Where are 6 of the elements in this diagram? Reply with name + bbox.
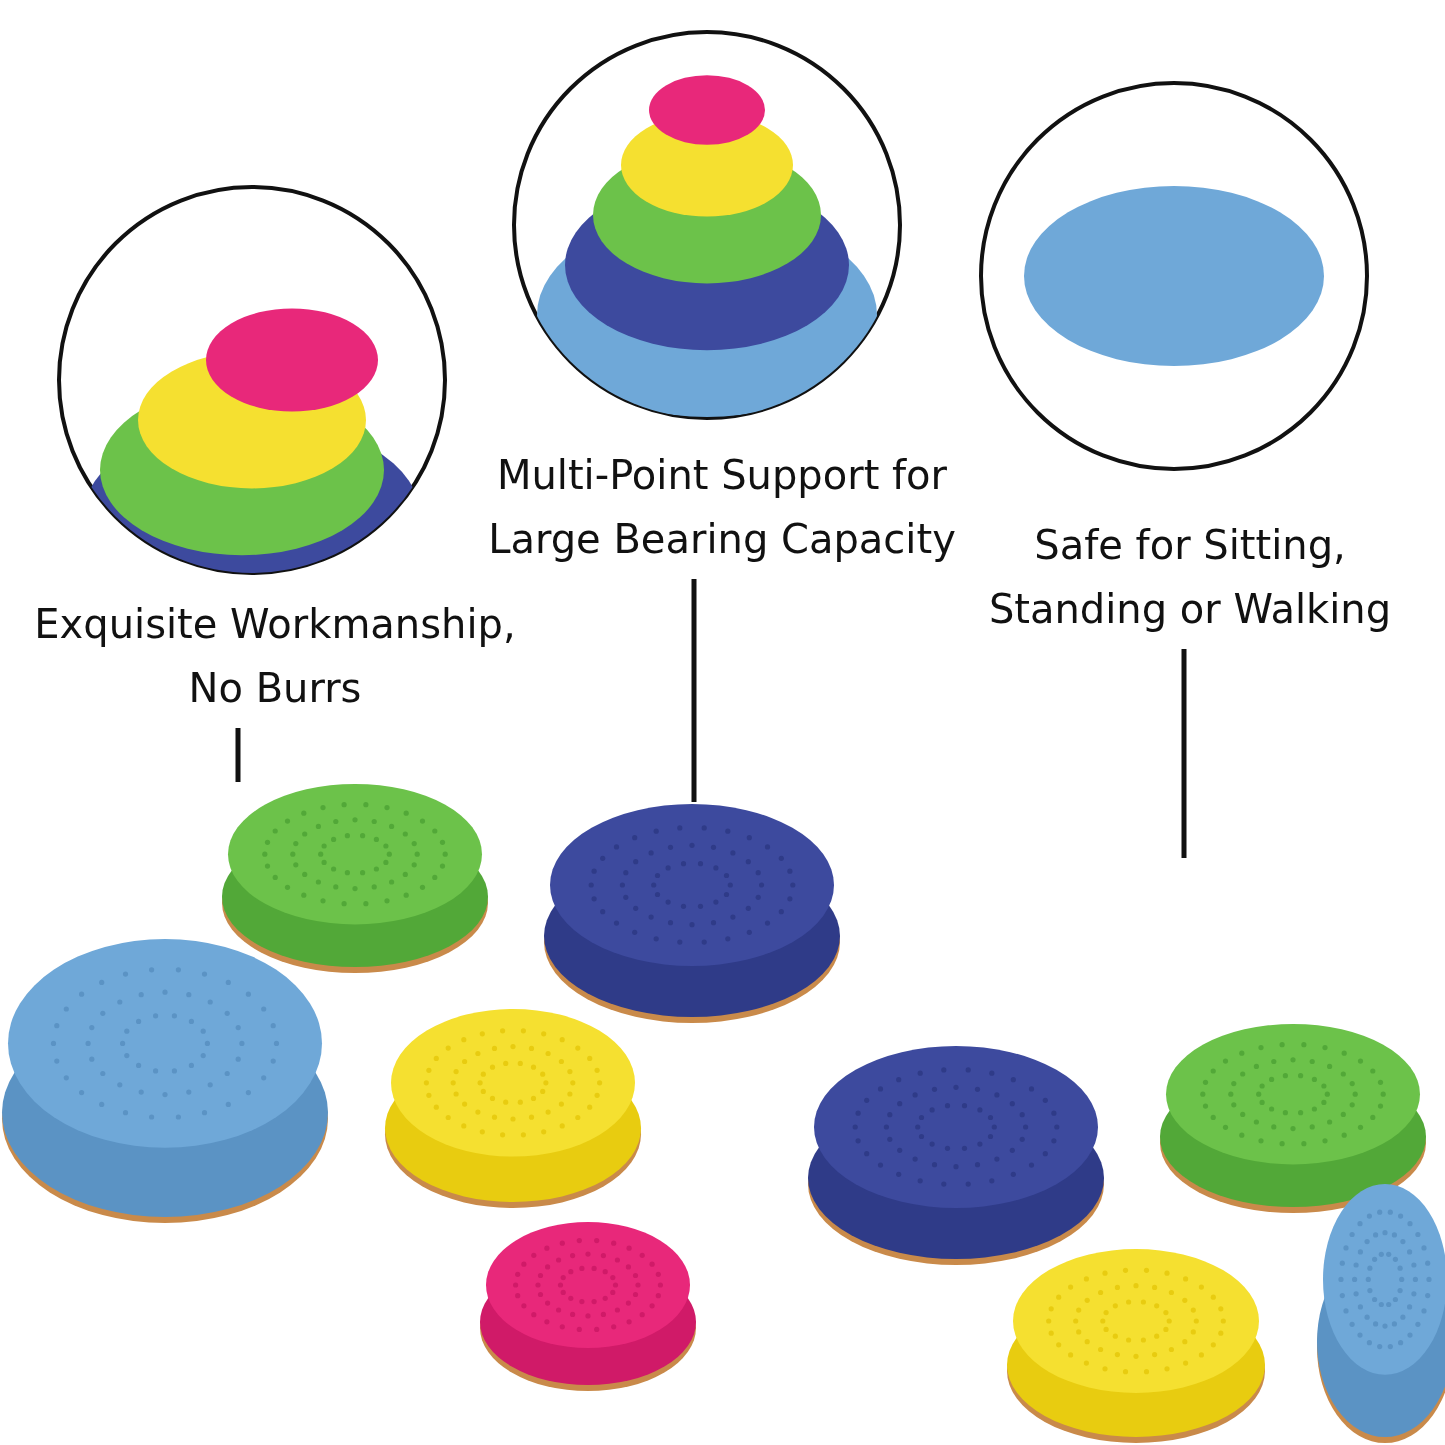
callout-text: Exquisite Workmanship, No Burrs [33, 600, 517, 713]
callout-text: Safe for Sitting, Standing or Walking [987, 521, 1393, 634]
callout-text: Multi-Point Support for Large Bearing Capacity [487, 451, 957, 564]
leader-line [235, 728, 241, 782]
leader-line [1181, 649, 1187, 858]
leader-line [691, 579, 697, 802]
